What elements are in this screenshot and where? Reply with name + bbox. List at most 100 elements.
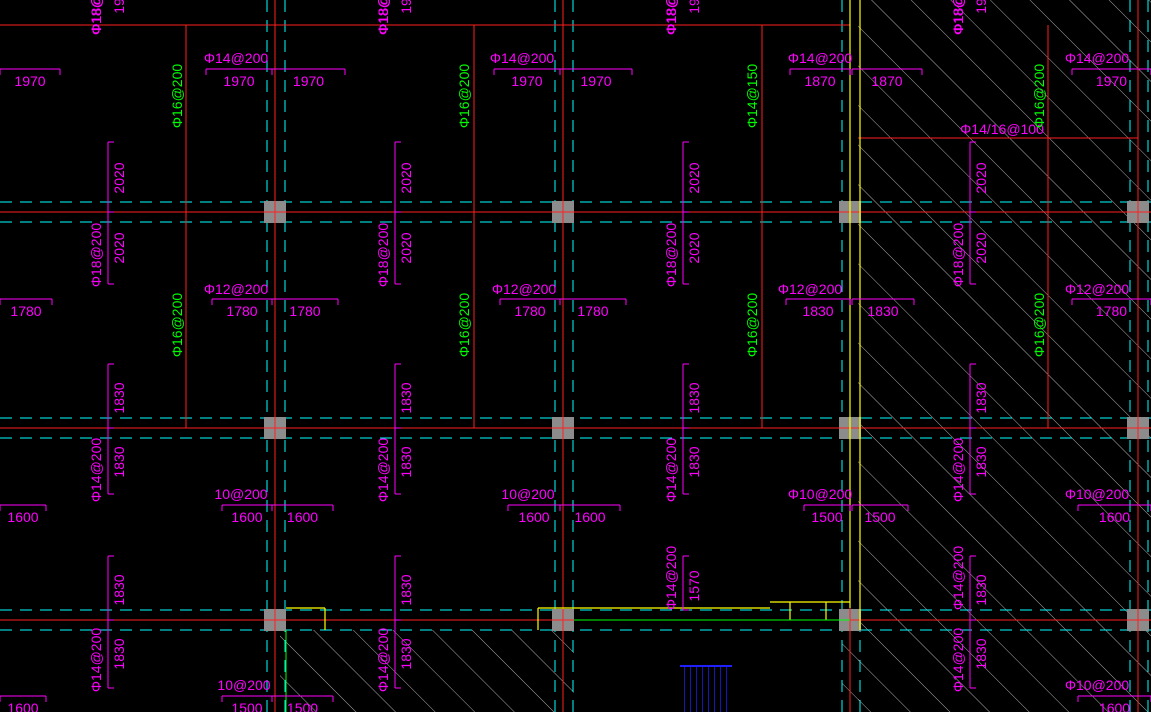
horizontal-rebar-label-0: Φ14@200: [204, 50, 269, 66]
span-dim-span_dims_mid-6-value: 1830: [867, 303, 898, 319]
span-dim-span_dims_mid-3-value: 1780: [514, 303, 545, 319]
vertical-rebar-label-5: Φ16@200: [456, 293, 472, 358]
vertical-rebar-bottom-label-16: Φ14@200: [950, 546, 966, 611]
vertical-rebar-bottom-label-9: Φ14@200: [375, 438, 391, 503]
vertical-rebar-bottom-label-3: Φ18@200: [950, 223, 966, 288]
span-dim-span_dims_mid-0-value: 1780: [10, 303, 41, 319]
vertical-dim-value-18: 1830: [973, 574, 989, 605]
vertical-dim-value-14: 1830: [686, 446, 702, 477]
cut-top-label-6: Φ18@: [950, 0, 966, 34]
vertical-rebar-label-4: Φ16@200: [169, 293, 185, 358]
horizontal-rebar-label-12: 10@200: [217, 677, 270, 693]
vertical-dim-value-1: 2020: [398, 162, 414, 193]
vertical-dim-value-13: 1830: [398, 446, 414, 477]
horizontal-rebar-label-8: 10@200: [214, 486, 267, 502]
vertical-rebar-bottom-label-13: Φ14@200: [375, 628, 391, 693]
span-dim-span_dims_top-2-value: 1970: [293, 73, 324, 89]
horizontal-rebar-label-4: Φ12@200: [204, 281, 269, 297]
stair-hatch: [680, 666, 732, 712]
vertical-rebar-bottom-label-12: Φ14@200: [88, 628, 104, 693]
horizontal-rebar-label-7: Φ12@200: [1065, 281, 1130, 297]
vertical-rebar-bottom-label-2: Φ18@200: [663, 223, 679, 288]
horizontal-rebar-label-14: Φ14/16@100: [960, 121, 1044, 137]
vertical-dim-value-16: 1830: [111, 574, 127, 605]
dimension-layer: [0, 68, 1151, 702]
vertical-dim-value-22: 1830: [973, 638, 989, 669]
vertical-rebar-bottom-label-11: Φ14@200: [950, 438, 966, 503]
vertical-dim-value-9: 1830: [398, 382, 414, 413]
span-dim-span_dims_low-1-value: 1600: [231, 509, 262, 525]
vertical-rebar-label-2: Φ14@150: [744, 64, 760, 129]
span-dim-span_dims_bottom-1-value: 1500: [231, 700, 262, 712]
vertical-rebar-bottom-label-5: Φ18@200: [375, 0, 391, 35]
span-dim-span_dims_low-2-value: 1600: [287, 509, 318, 525]
span-dim-span_dims_top-0-value: 1970: [14, 73, 45, 89]
vertical-dim-value-8: 1830: [111, 382, 127, 413]
vertical-rebar-bottom-label-7: Φ18@200: [950, 0, 966, 35]
columns-layer: [264, 201, 1149, 631]
span-dim-span_dims_bottom-3-value: 1600: [1099, 700, 1130, 712]
vertical-rebar-bottom-label-10: Φ14@200: [663, 438, 679, 503]
cut-top-label-4: Φ18@: [663, 0, 679, 34]
vertical-dim-value-15: 1830: [973, 446, 989, 477]
cut-top-label-5: 19: [686, 0, 702, 14]
vertical-rebar-bottom-label-14: Φ14@200: [950, 628, 966, 693]
vertical-rebar-label-1: Φ16@200: [456, 64, 472, 129]
span-dim-span_dims_bottom-0-value: 1600: [7, 700, 38, 712]
vertical-dim-value-4: 2020: [111, 232, 127, 263]
span-dim-span_dims_mid-1-value: 1780: [226, 303, 257, 319]
horizontal-rebar-label-1: Φ14@200: [490, 50, 555, 66]
horizontal-rebar-label-2: Φ14@200: [788, 50, 853, 66]
hatched-slab-zones: [280, 0, 1151, 712]
vertical-dim-value-0: 2020: [111, 162, 127, 193]
hatched-zone-right: [858, 0, 1151, 712]
cut-top-label-3: 19: [398, 0, 414, 14]
span-dim-span_dims_low-6-value: 1500: [864, 509, 895, 525]
vertical-rebar-bottom-label-1: Φ18@200: [375, 223, 391, 288]
horizontal-rebar-label-3: Φ14@200: [1065, 50, 1130, 66]
span-dim-span_dims_top-5-value: 1870: [804, 73, 835, 89]
vertical-dim-value-11: 1830: [973, 382, 989, 413]
vertical-dim-value-7: 2020: [973, 232, 989, 263]
span-dim-span_dims_top-3-value: 1970: [511, 73, 542, 89]
horizontal-rebar-label-11: Φ10@200: [1065, 486, 1130, 502]
vertical-dim-value-12: 1830: [111, 446, 127, 477]
span-dim-span_dims_low-7-value: 1600: [1099, 509, 1130, 525]
span-dim-span_dims_low-4-value: 1600: [574, 509, 605, 525]
horizontal-rebar-label-6: Φ12@200: [778, 281, 843, 297]
vertical-rebar-bottom-label-8: Φ14@200: [88, 438, 104, 503]
vertical-dim-value-5: 2020: [398, 232, 414, 263]
cut-top-label-7: 19: [973, 0, 989, 14]
span-dim-span_dims_mid-4-value: 1780: [577, 303, 608, 319]
span-dim-span_dims_bottom-2-value: 1500: [287, 700, 318, 712]
vertical-rebar-label-6: Φ16@200: [744, 293, 760, 358]
horizontal-rebar-label-5: Φ12@200: [492, 281, 557, 297]
span-dim-span_dims_mid-2-value: 1780: [289, 303, 320, 319]
span-dim-span_dims_mid-7-value: 1780: [1096, 303, 1127, 319]
vertical-dim-value-17: 1830: [398, 574, 414, 605]
span-dim-span_dims_low-5-value: 1500: [811, 509, 842, 525]
vertical-rebar-bottom-label-4: Φ18@200: [88, 0, 104, 35]
horizontal-rebar-label-9: 10@200: [501, 486, 554, 502]
vertical-dim-value-21: 1830: [398, 638, 414, 669]
span-dim-span_dims_mid-5-value: 1830: [802, 303, 833, 319]
cut-top-label-2: Φ18@: [375, 0, 391, 34]
cut-top-label-0: Φ18@: [88, 0, 104, 34]
vertical-dim-value-20: 1570: [686, 570, 702, 601]
vertical-rebar-bottom-label-0: Φ18@200: [88, 223, 104, 288]
vertical-dim-value-2: 2020: [686, 162, 702, 193]
vertical-rebar-bottom-label-6: Φ18@200: [663, 0, 679, 35]
vertical-dim-value-19: 1830: [111, 638, 127, 669]
vertical-rebar-label-7: Φ16@200: [1031, 293, 1047, 358]
span-dim-span_dims_top-6-value: 1870: [871, 73, 902, 89]
cut-top-label-1: 19: [111, 0, 127, 14]
horizontal-rebar-label-10: Φ10@200: [788, 486, 853, 502]
vertical-dim-value-3: 2020: [973, 162, 989, 193]
vertical-rebar-label-0: Φ16@200: [169, 64, 185, 129]
span-dim-span_dims_low-3-value: 1600: [518, 509, 549, 525]
span-dim-span_dims_top-4-value: 1970: [580, 73, 611, 89]
